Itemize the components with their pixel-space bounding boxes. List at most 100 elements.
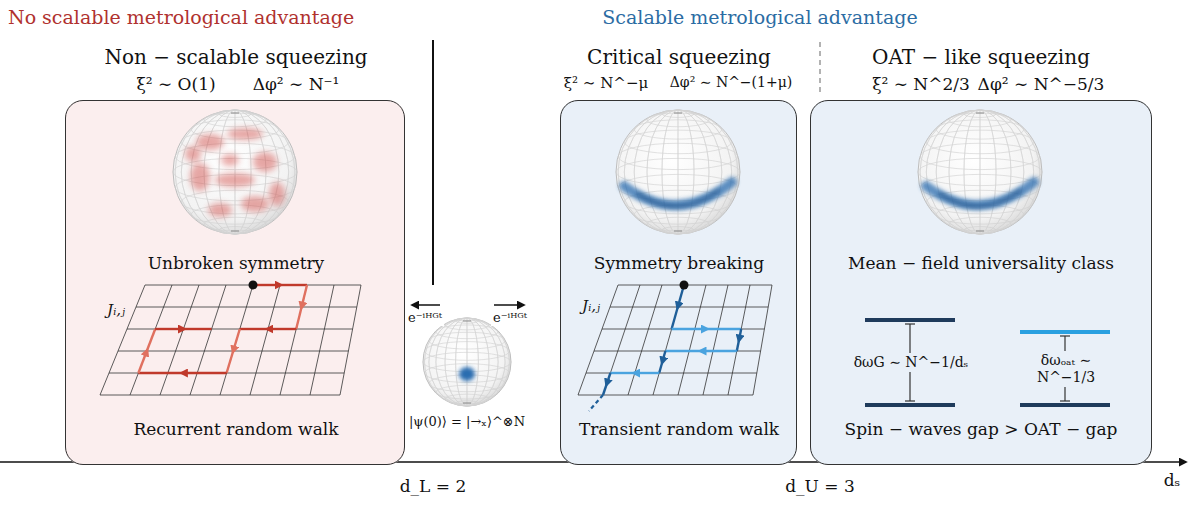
drawing-stroke: [190, 285, 226, 395]
drawing-stroke: [949, 110, 1011, 234]
lattice-grid: [100, 285, 361, 395]
drawing-stroke: [647, 110, 709, 234]
drawing-stroke: [578, 285, 618, 395]
drawing-stroke: [424, 318, 509, 406]
drawing-stroke: [467, 318, 468, 406]
panel-title: OAT − like squeezing: [872, 45, 1090, 69]
drawing-stroke: [175, 110, 295, 234]
drawing-stroke: [429, 318, 505, 406]
drawing-stroke: [1020, 330, 1110, 334]
drawing-stroke: [905, 400, 915, 401]
drawing-stroke: [181, 110, 288, 234]
bloch-sphere: [616, 110, 740, 234]
drawing-stroke: [674, 113, 682, 114]
drawing-stroke: [603, 384, 607, 395]
drawing-stroke: [976, 113, 984, 114]
drawing-stroke: [662, 110, 694, 234]
drawing-stroke: [231, 231, 239, 232]
drawing-stroke: [221, 154, 239, 166]
drawing-stroke: [1020, 403, 1110, 407]
drawing-stroke: [635, 372, 659, 374]
drawing-stroke: [1060, 335, 1070, 336]
drawing-stroke: [634, 110, 722, 234]
drawing-stroke: [280, 284, 307, 286]
drawing-stroke: [949, 110, 1011, 234]
evolution-arrow: [412, 304, 440, 306]
panel-caption: Mean − field universality class: [848, 253, 1114, 273]
drawing-stroke: [662, 351, 665, 362]
drawing-stroke: [296, 307, 301, 329]
drawing-stroke: [603, 285, 640, 395]
drawing-stroke: [250, 285, 280, 395]
random-walk: [138, 281, 307, 374]
drawing-stroke: [703, 285, 728, 395]
drawing-stroke: [905, 323, 915, 324]
drawing-stroke: [204, 110, 266, 234]
panel-box: OAT − like squeezingξ² ∼ N^2/3Δφ² ∼ N^−5…: [810, 100, 1152, 465]
drawing-stroke: [231, 113, 239, 114]
evolution-arrow: [494, 304, 524, 306]
drawing-stroke: [926, 110, 1033, 234]
axis-tick-label: d_L = 2: [400, 476, 467, 496]
scaling-formula: ξ² ∼ N^−μ: [564, 74, 648, 92]
drawing-stroke: [269, 182, 285, 206]
panel-fill: [810, 100, 1152, 465]
bloch-sphere: [918, 110, 1042, 234]
drawing-stroke: [920, 110, 1040, 234]
drawing-stroke: [674, 231, 682, 232]
scaling-formula: Δφ² ∼ N^−5/3: [978, 74, 1105, 94]
drawing-stroke: [618, 110, 738, 234]
drawing-stroke: [100, 285, 145, 395]
drawing-stroke: [456, 318, 479, 406]
drawing-stroke: [964, 110, 996, 234]
panel-fill: [560, 100, 797, 465]
drawing-stroke: [436, 318, 498, 406]
panel-caption: Symmetry breaking: [594, 253, 764, 273]
drawing-stroke: [181, 110, 288, 234]
drawing-stroke: [865, 403, 955, 407]
drawing-stroke: [586, 373, 757, 374]
bloch-sphere: [173, 110, 297, 234]
drawing-stroke: [310, 285, 334, 395]
drawing-stroke: [653, 285, 684, 395]
drawing-stroke: [672, 307, 678, 329]
drawing-stroke: [678, 110, 679, 234]
drawing-stroke: [459, 367, 475, 381]
panel-title: Critical squeezing: [587, 45, 771, 69]
drawing-stroke: [241, 196, 269, 212]
drawing-stroke: [659, 362, 662, 373]
drawing-stroke: [173, 110, 297, 234]
drawing-stroke: [463, 403, 471, 404]
drawing-stroke: [964, 110, 996, 234]
axis-title: dₛ: [1164, 470, 1181, 490]
drawing-stroke: [249, 281, 258, 290]
drawing-stroke: [680, 281, 689, 290]
drawing-stroke: [936, 110, 1024, 234]
coupling-label: Jᵢ,ⱼ: [580, 297, 602, 315]
panel-box: Critical squeezingξ² ∼ N^−μΔφ² ∼ N^−(1+μ…: [560, 100, 797, 465]
drawing-stroke: [280, 285, 307, 395]
drawing-stroke: [920, 110, 1040, 234]
drawing-stroke: [445, 318, 489, 406]
drawing-stroke: [618, 285, 772, 286]
drawing-stroke: [436, 318, 498, 406]
scaling-formula: Δφ² ∼ N⁻¹: [253, 74, 340, 94]
drawing-stroke: [728, 285, 750, 395]
drawing-stroke: [175, 110, 295, 234]
drawing-stroke: [160, 285, 199, 395]
drawing-stroke: [594, 351, 761, 352]
drawing-stroke: [302, 285, 307, 307]
panel-caption: Unbroken symmetry: [148, 253, 324, 273]
bloch-sphere: [423, 318, 511, 406]
drawing-stroke: [220, 285, 253, 395]
drawing-stroke: [918, 110, 1042, 234]
panel-fill: [65, 100, 405, 465]
drawing-stroke: [980, 110, 981, 234]
drawing-stroke: [268, 328, 296, 330]
drawing-stroke: [185, 146, 201, 162]
drawing-stroke: [672, 328, 707, 330]
drawing-stroke: [624, 110, 731, 234]
evolution-label: e⁻ⁱᴴᴳᵗ: [491, 310, 529, 326]
drawing-stroke: [936, 110, 1024, 234]
